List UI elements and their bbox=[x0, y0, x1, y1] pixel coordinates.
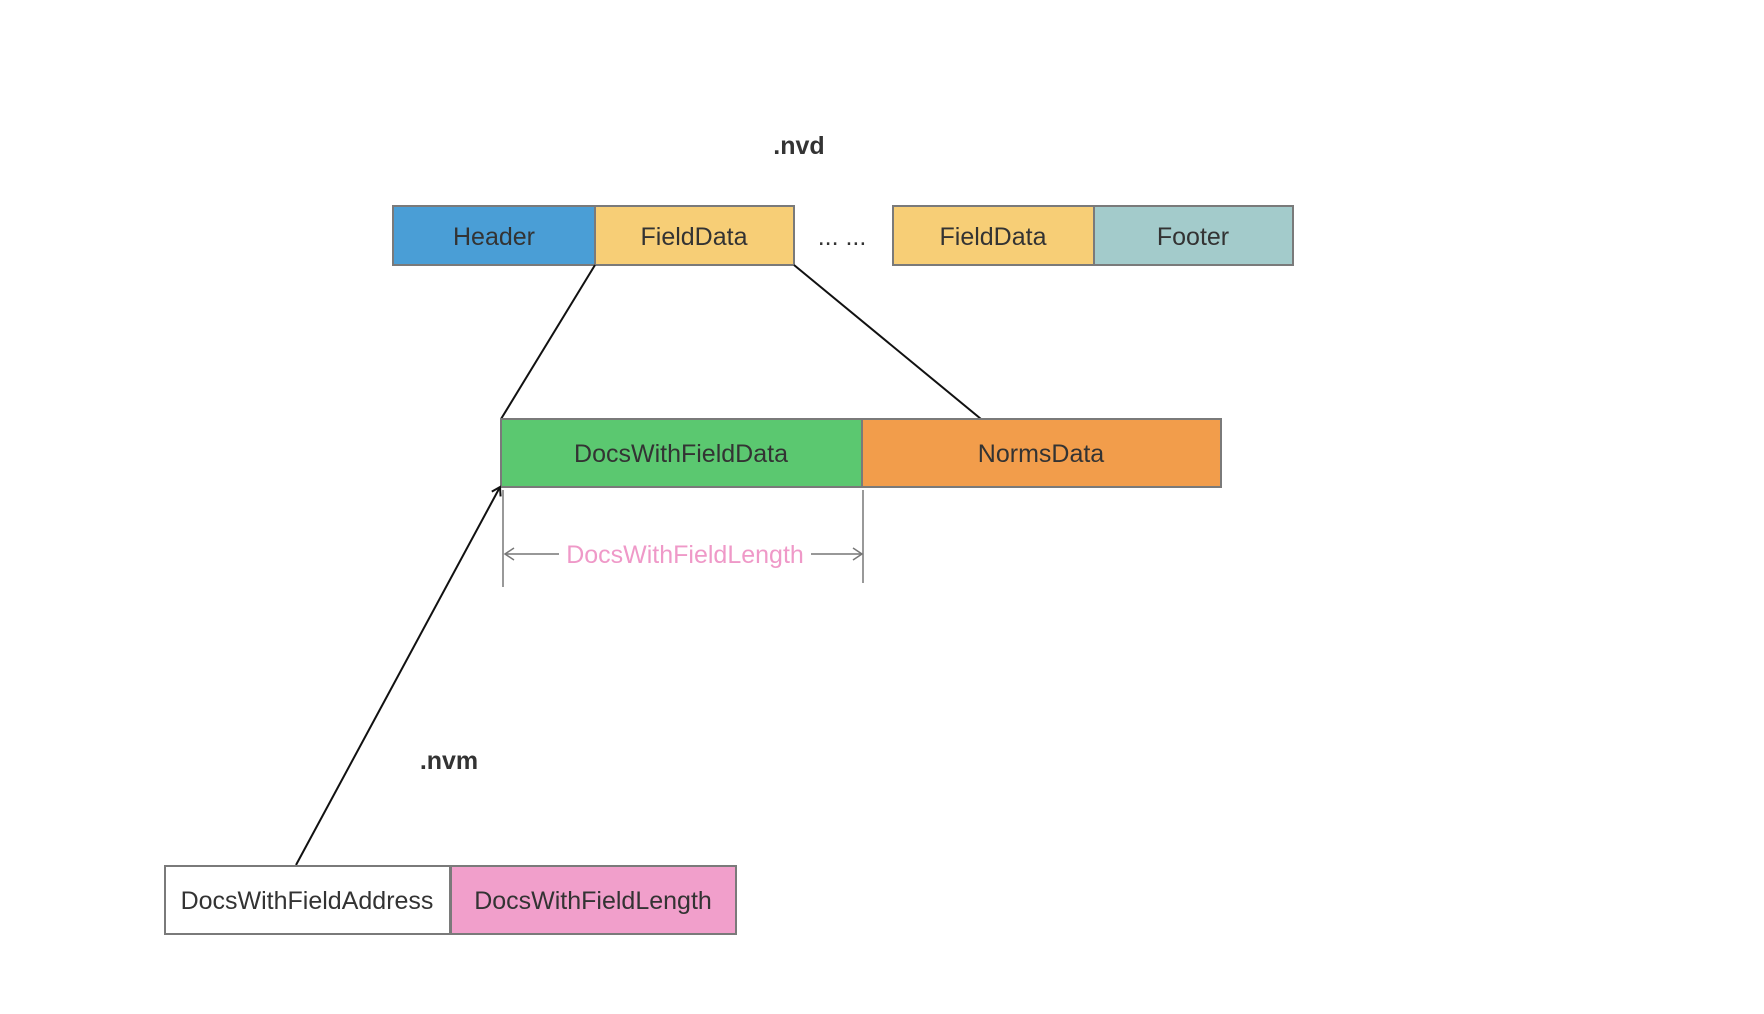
nvd-field-data-rect-2 bbox=[892, 205, 1095, 266]
nvd-footer-label: Footer bbox=[1157, 223, 1229, 251]
address-pointer-arrow bbox=[295, 485, 502, 866]
nvd-footer-rect bbox=[1093, 205, 1294, 266]
nvd-ellipsis: ... ... bbox=[818, 223, 867, 251]
nvd-header-label: Header bbox=[453, 223, 535, 251]
nvd-header-block: Header bbox=[392, 205, 596, 266]
norms-data-block: NormsData bbox=[861, 418, 1222, 488]
docs-with-field-data-rect bbox=[500, 418, 863, 488]
norms-data-rect bbox=[861, 418, 1222, 488]
docs-with-field-length-dimension-label: DocsWithFieldLength bbox=[566, 541, 804, 569]
norms-data-label: NormsData bbox=[978, 440, 1105, 468]
docs-with-field-address-block: DocsWithFieldAddress bbox=[164, 865, 451, 935]
docs-with-field-length-rect bbox=[450, 865, 737, 935]
nvd-field-data-block-1: FieldData bbox=[594, 205, 795, 266]
nvd-footer-block: Footer bbox=[1093, 205, 1294, 266]
docs-with-field-length-dimension: DocsWithFieldLength bbox=[502, 490, 864, 587]
expand-line-right bbox=[793, 264, 982, 420]
nvd-header-rect bbox=[392, 205, 596, 266]
nvm-title: .nvm bbox=[420, 747, 478, 775]
nvd-title: .nvd bbox=[773, 132, 824, 160]
nvd-field-data-block-2: FieldData bbox=[892, 205, 1095, 266]
expand-line-left bbox=[500, 264, 596, 420]
docs-with-field-data-block: DocsWithFieldData bbox=[500, 418, 863, 488]
nvd-field-data-label-2: FieldData bbox=[940, 223, 1047, 251]
nvd-field-data-label-1: FieldData bbox=[641, 223, 748, 251]
docs-with-field-address-label: DocsWithFieldAddress bbox=[181, 887, 434, 915]
docs-with-field-length-block: DocsWithFieldLength bbox=[450, 865, 737, 935]
docs-with-field-data-label: DocsWithFieldData bbox=[574, 440, 788, 468]
nvd-field-data-rect-1 bbox=[594, 205, 795, 266]
docs-with-field-length-label: DocsWithFieldLength bbox=[474, 887, 712, 915]
